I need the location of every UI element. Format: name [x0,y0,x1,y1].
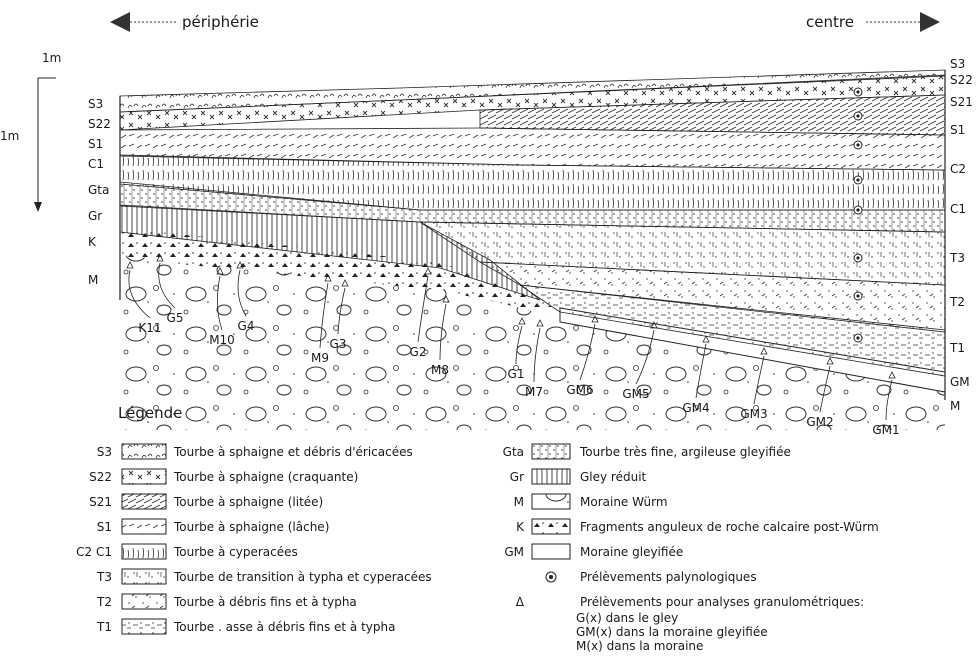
legend-note: G(x) dans le gley [576,611,678,625]
legend-right-column: Gta Tourbe très fine, argileuse gleyifiée… [503,444,879,609]
scale-left-label: 1m [0,129,19,143]
legend-text: Tourbe à sphaigne et débris d'éricacées [173,445,413,459]
right-label-t3: T3 [949,251,965,265]
sample-label-gm1: GM1 [872,423,899,437]
left-label-s1: S1 [88,137,103,151]
legend-code: Δ [516,595,525,609]
scale-top-label: 1m [42,51,61,65]
legend-text: Tourbe très fine, argileuse gleyifiée [579,445,791,459]
legend-text: Prélèvements palynologiques [580,570,757,584]
left-label-gta: Gta [88,183,109,197]
legend-title: Légende [118,404,182,422]
sample-label-k11: K11 [138,321,161,335]
sample-label-g5: G5 [167,311,184,325]
right-label-s22: S22 [950,73,973,87]
sample-label-g2: G2 [410,345,427,359]
legend-left-column: S3 Tourbe à sphaigne et débris d'éricacée… [76,444,432,634]
header-right-label: centre [806,13,854,31]
sample-label-g3: G3 [330,337,347,351]
legend-text: Prélèvements pour analyses granulométriq… [580,595,864,609]
legend-note: M(x) dans la moraine [576,639,703,653]
sample-label-m9: M9 [311,351,329,365]
legend-text: Tourbe à cyperacées [173,545,298,559]
palynology-symbol-dot [549,575,553,579]
legend-swatch [122,569,166,584]
right-label-s3: S3 [950,57,965,71]
legend-swatch [532,494,570,509]
legend-text: Tourbe . asse à débris fins et à typha [173,620,395,634]
legend-swatch [122,469,166,484]
sample-label-g4: G4 [238,319,255,333]
right-label-t2: T2 [949,295,965,309]
legend-text: Gley réduit [580,470,647,484]
left-layer-labels: S3S22S1C1GtaGrK M [88,97,111,287]
legend-swatch [122,519,166,534]
right-label-s1: S1 [950,123,965,137]
scale-bar [34,78,56,212]
right-label-m: M [950,399,960,413]
legend-text: Moraine Würm [580,495,668,509]
right-label-c2: C2 [950,162,966,176]
right-label-t1: T1 [949,341,965,355]
legend-code: M [514,495,524,509]
left-label-gr: Gr [88,209,102,223]
legend-note: GM(x) dans la moraine gleyifiée [576,625,768,639]
right-label-s21: S21 [950,95,973,109]
header-left-arrow [110,12,178,32]
legend-code: T1 [96,620,112,634]
legend-swatch [532,544,570,559]
left-label-m: M [88,273,98,287]
legend-swatch [122,594,166,609]
legend-code: T2 [96,595,112,609]
left-label-k: K [88,235,97,249]
sample-label-m7: M7 [525,385,543,399]
sample-label-m10: M10 [209,333,235,347]
legend-text: Tourbe à sphaigne (craquante) [173,470,358,484]
sample-label-gm6: GM6 [566,383,593,397]
legend-text: Tourbe de transition à typha et cyperacé… [173,570,432,584]
legend-code: S1 [97,520,112,534]
legend-code: Gr [510,470,524,484]
sample-label-gm3: GM3 [740,407,767,421]
legend-code: S3 [97,445,112,459]
legend-swatch [122,444,166,459]
right-label-c1: C1 [950,202,966,216]
legend-code: Gta [503,445,524,459]
legend-code: GM [504,545,524,559]
legend-swatch [122,494,166,509]
right-layer-labels: S3S22S21S1C2C1T3T2T1GM M [949,57,973,413]
legend-text: Moraine gleyifiée [580,545,683,559]
sample-label-gm4: GM4 [682,401,709,415]
header-left-label: périphérie [182,13,259,31]
sample-label-g1: G1 [508,367,525,381]
legend-swatch [122,619,166,634]
legend-text: Fragments anguleux de roche calcaire pos… [580,520,879,534]
legend-text: Tourbe à sphaigne (lâche) [173,520,329,534]
legend-text: Tourbe à sphaigne (litée) [173,495,323,509]
legend-notes: G(x) dans le gleyGM(x) dans la moraine g… [576,611,768,653]
legend-code: S21 [89,495,112,509]
legend-swatch [532,469,570,484]
left-label-s3: S3 [88,97,103,111]
legend-code: T3 [96,570,112,584]
legend-swatch [532,444,570,459]
left-label-c1: C1 [88,157,104,171]
left-label-s22: S22 [88,117,111,131]
stratigraphic-layers [120,70,945,430]
legend-text: Tourbe à débris fins et à typha [173,595,357,609]
right-label-gm: GM [950,375,970,389]
sample-label-gm2: GM2 [806,415,833,429]
sample-label-gm5: GM5 [622,387,649,401]
sample-label-m8: M8 [431,363,449,377]
legend-code: C2 C1 [76,545,112,559]
legend-code: S22 [89,470,112,484]
legend-swatch [122,544,166,559]
header-right-arrow [866,12,940,32]
legend-swatch [532,519,570,534]
legend-code: K [516,520,525,534]
